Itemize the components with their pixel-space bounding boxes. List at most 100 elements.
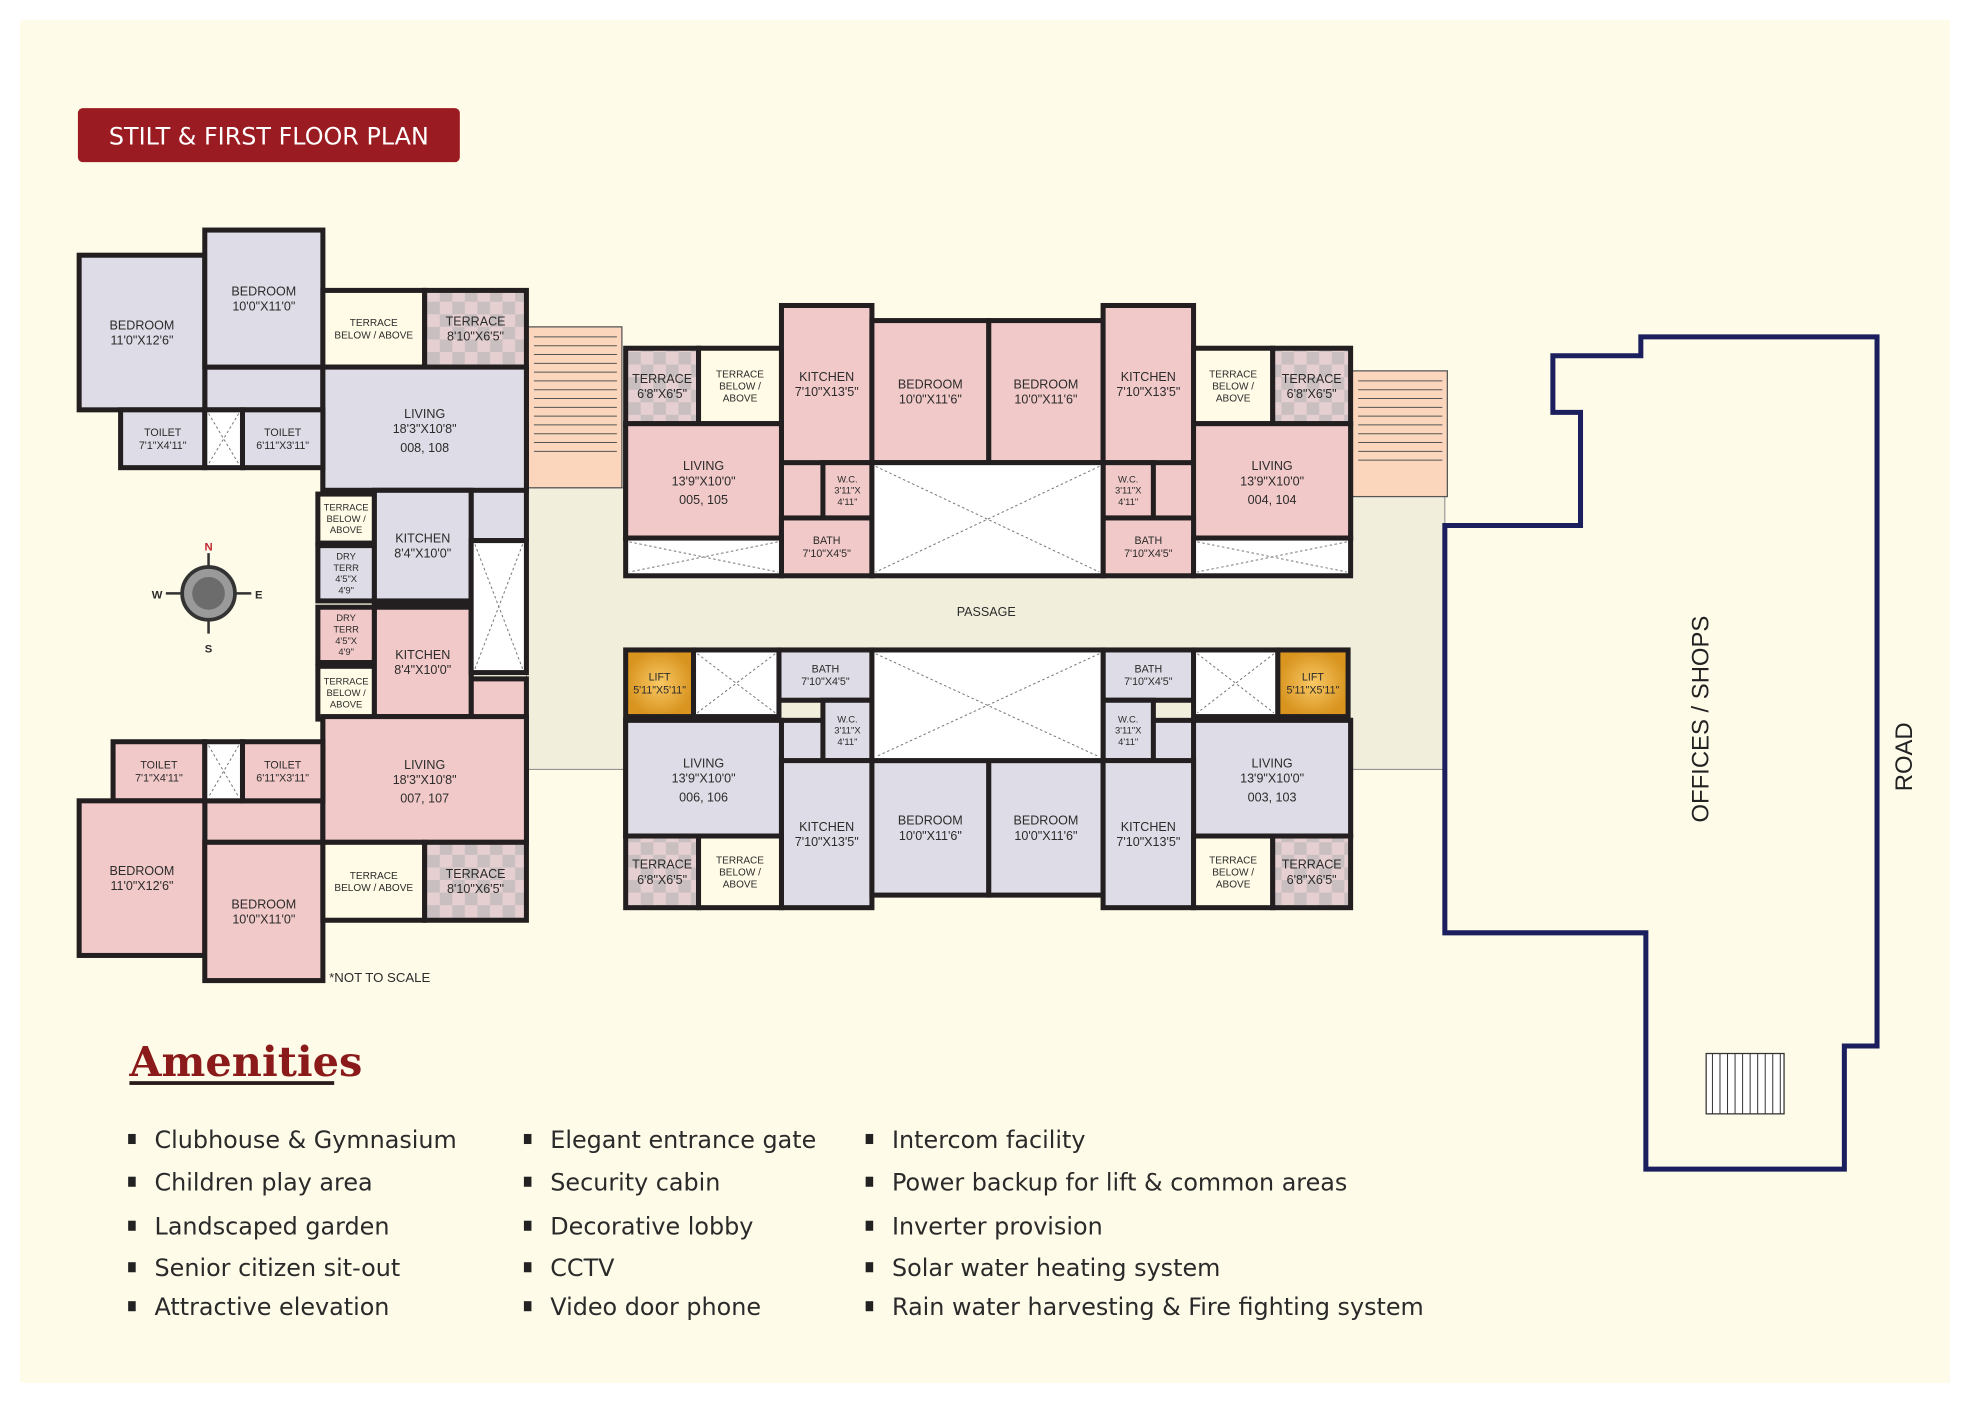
- room-label-line: 7'10"X13'5": [795, 835, 859, 849]
- amenity-label: Landscaped garden: [155, 1213, 390, 1241]
- room-label-line: W.C.: [837, 713, 857, 724]
- bullet-icon: [865, 1262, 874, 1273]
- room-label-line: TOILET: [144, 427, 182, 439]
- amenity-label: Security cabin: [550, 1169, 720, 1197]
- room-label-line: W.C.: [1118, 713, 1138, 724]
- compass-e: E: [255, 589, 263, 601]
- room-label-line: KITCHEN: [799, 370, 854, 384]
- room-label-line: TERR: [333, 562, 359, 573]
- duct-cutout: [1191, 647, 1281, 720]
- room-label-line: ABOVE: [1216, 394, 1251, 405]
- road-label: ROAD: [1891, 722, 1918, 791]
- room-label-line: 004, 104: [1248, 493, 1297, 507]
- room-label-line: TERRACE: [716, 369, 764, 380]
- unit-floor: [202, 364, 326, 413]
- room-label-line: TOILET: [140, 760, 178, 772]
- room-label-line: LIVING: [1252, 756, 1293, 770]
- amenity-item: Children play area: [128, 1169, 373, 1197]
- room-label-line: BEDROOM: [110, 318, 175, 332]
- duct-cutout: [1191, 535, 1354, 579]
- amenity-label: Solar water heating system: [892, 1254, 1220, 1282]
- room-label-line: 008, 108: [400, 441, 449, 455]
- room-label-line: 10'0"X11'6": [1014, 829, 1077, 843]
- amenity-item: Security cabin: [523, 1169, 720, 1197]
- room-label-line: 13'9"X10'0": [1240, 772, 1304, 786]
- room-label-line: 10'0"X11'0": [232, 912, 295, 926]
- room-label-line: 7'1"X4'11": [139, 440, 187, 452]
- room-label-line: TERRACE: [632, 858, 692, 872]
- room-label-line: BEDROOM: [110, 864, 175, 878]
- room-label-line: BEDROOM: [1014, 377, 1079, 391]
- amenity-label: Inverter provision: [892, 1213, 1103, 1241]
- bullet-icon: [128, 1176, 136, 1187]
- amenity-item: CCTV: [523, 1254, 615, 1282]
- duct-cutout: [691, 647, 782, 720]
- room-label-line: 8'4"X10'0": [394, 547, 451, 561]
- amenity-label: Clubhouse & Gymnasium: [155, 1126, 457, 1154]
- amenity-label: Power backup for lift & common areas: [892, 1169, 1347, 1197]
- room-label-line: TOILET: [264, 760, 302, 772]
- amenities-heading: Amenities: [128, 1037, 362, 1086]
- duct-cutout: [202, 407, 245, 471]
- title-badge: STILT & FIRST FLOOR PLAN: [77, 108, 460, 163]
- amenity-item: Attractive elevation: [128, 1293, 389, 1321]
- amenity-label: Decorative lobby: [550, 1213, 753, 1241]
- room-label-line: TERRACE: [350, 871, 398, 882]
- rooms: BEDROOM11'0"X12'6"BEDROOM10'0"X11'0"TERR…: [76, 227, 1354, 984]
- room-label-line: TOILET: [264, 427, 302, 439]
- room-label-line: 006, 106: [679, 790, 728, 804]
- room-label-line: BELOW /: [327, 513, 367, 524]
- bullet-icon: [128, 1220, 136, 1231]
- duct-cutout: [623, 535, 784, 579]
- amenity-item: Power backup for lift & common areas: [865, 1169, 1347, 1197]
- compass-n: N: [204, 542, 212, 554]
- room-label-line: 4'9": [338, 646, 354, 657]
- room-label-line: TERRACE: [446, 315, 506, 329]
- room-label-line: 007, 107: [400, 792, 449, 806]
- room-label-line: BEDROOM: [231, 284, 296, 298]
- duct-cutout: [869, 460, 1106, 579]
- amenity-item: Video door phone: [523, 1293, 761, 1321]
- room-label-line: W.C.: [837, 473, 857, 484]
- room-label-line: 4'11": [837, 736, 857, 747]
- room-label-line: 7'10"X4'5": [801, 676, 850, 688]
- room-label-line: 3'11"X: [1115, 485, 1142, 496]
- room-label-line: LIVING: [683, 756, 724, 770]
- room-label-line: ABOVE: [330, 698, 362, 709]
- room-label-line: 7'10"X13'5": [795, 385, 859, 399]
- room-label-line: BELOW /: [1212, 381, 1254, 392]
- amenity-item: Decorative lobby: [523, 1213, 753, 1241]
- bullet-icon: [523, 1133, 532, 1145]
- not-to-scale-note: *NOT TO SCALE: [329, 970, 430, 985]
- room-label-line: 4'11": [1118, 736, 1138, 747]
- amenity-item: Elegant entrance gate: [523, 1126, 816, 1154]
- room-label-line: TERRACE: [324, 676, 369, 687]
- room-label-line: TERRACE: [1209, 855, 1257, 866]
- amenity-item: Intercom facility: [865, 1126, 1085, 1154]
- amenity-label: Elegant entrance gate: [550, 1126, 816, 1154]
- room-label-line: BELOW /: [719, 867, 761, 878]
- bullet-icon: [865, 1133, 874, 1145]
- room-label-line: TERRACE: [716, 855, 764, 866]
- room-label-line: BEDROOM: [898, 814, 963, 828]
- room-label-line: LIVING: [404, 407, 445, 421]
- room-label-line: BELOW /: [719, 381, 761, 392]
- room-label-line: 7'10"X13'5": [1116, 385, 1180, 399]
